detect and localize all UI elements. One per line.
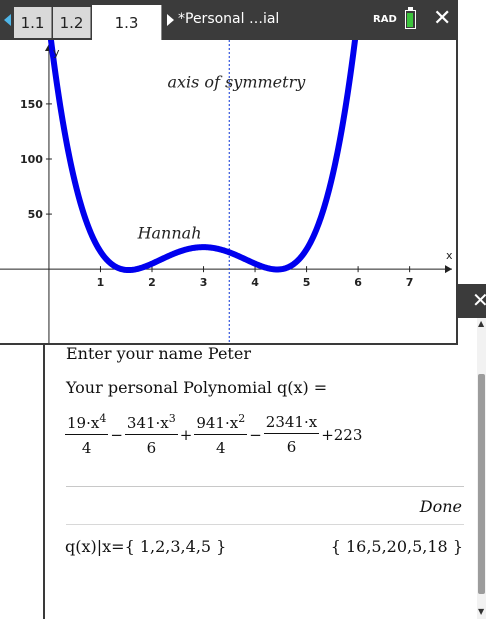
fraction-denominator: 4 [81,439,92,457]
exponent: 4 [99,412,107,425]
y-axis-label: y [53,46,60,59]
calculator-titlebar [453,284,486,318]
numerator-text: 941·x [196,414,239,432]
curve-label-hannah: Hannah [137,223,202,242]
numerator-text: 341·x [126,414,169,432]
tab-1-3[interactable]: 1.3 [92,5,162,40]
y-tick-label: 100 [20,153,43,166]
x-axis-label: x [446,249,453,262]
y-tick-label: 150 [20,98,43,111]
x-axis-arrow-icon [445,265,452,274]
document-title: *Personal …ial [178,11,280,27]
fraction-numerator: 941·x2 [194,412,248,435]
x-tick-label: 2 [148,276,156,289]
scroll-down-arrow-icon[interactable]: ▼ [478,607,485,616]
tab-scroll-right-icon[interactable] [167,14,174,26]
done-label: Done [419,497,462,516]
fraction-denominator: 4 [216,439,226,457]
formula-operator: − [110,425,123,444]
x-tick-label: 1 [97,276,105,289]
y-tick-label: 50 [28,208,44,221]
entry-divider-2 [66,524,464,525]
formula-operator: − [249,425,262,444]
formula-fraction: 2341·x 6 [263,413,320,456]
battery-icon [405,10,416,29]
battery-level [407,13,413,27]
scrollbar-thumb[interactable] [478,374,485,594]
formula-fraction: 941·x2 4 [194,412,248,457]
symmetry-label: axis of symmetry [167,72,306,91]
fraction-numerator: 2341·x [263,413,320,434]
evaluation-expression[interactable]: q(x)|x={ 1,2,3,4,5 } [65,537,227,556]
tab-1-1[interactable]: 1.1 [14,7,52,38]
calculator-scrollbar[interactable] [477,318,486,619]
battery-terminal [408,7,413,10]
tab-bar: 1.1 1.2 1.3 *Personal …ial RAD ✕ [0,0,458,40]
name-prompt: Enter your name Peter [66,344,251,363]
formula-fraction: 341·x3 6 [124,412,178,457]
exponent: 2 [238,412,246,425]
polynomial-curve [47,40,359,274]
tab-scroll-left-icon[interactable] [4,14,11,26]
entry-divider [66,486,464,487]
fraction-denominator: 6 [286,438,297,456]
fraction-numerator: 19·x4 [65,412,109,435]
polynomial-prompt: Your personal Polynomial q(x) = [66,378,328,397]
exponent: 3 [168,412,176,425]
fraction-numerator: 341·x3 [124,412,178,435]
x-tick-label: 5 [303,276,311,289]
fraction-denominator: 6 [146,439,157,457]
angle-mode-badge: RAD [373,14,397,25]
numerator-text: 19·x [67,414,100,432]
x-tick-label: 6 [354,276,362,289]
x-tick-label: 3 [200,276,208,289]
numerator-text: 2341·x [265,413,318,431]
calculator-left-border [43,344,45,619]
ticks: 1 2 3 4 5 6 7 50 100 150 [20,98,413,289]
close-icon[interactable]: ✕ [433,6,452,31]
graph-window[interactable]: 1.1 1.2 1.3 *Personal …ial RAD ✕ 1 2 3 4 5 6 7… [0,0,458,345]
scroll-up-arrow-icon[interactable]: ▲ [478,319,485,328]
formula-constant: +223 [321,425,363,444]
x-tick-label: 7 [406,276,414,289]
x-tick-label: 4 [251,276,259,289]
formula-operator: + [179,425,193,444]
calculator-close-icon[interactable]: ✕ [472,288,486,312]
tab-1-2[interactable]: 1.2 [53,7,91,38]
evaluation-result: { 16,5,20,5,18 } [330,537,463,556]
